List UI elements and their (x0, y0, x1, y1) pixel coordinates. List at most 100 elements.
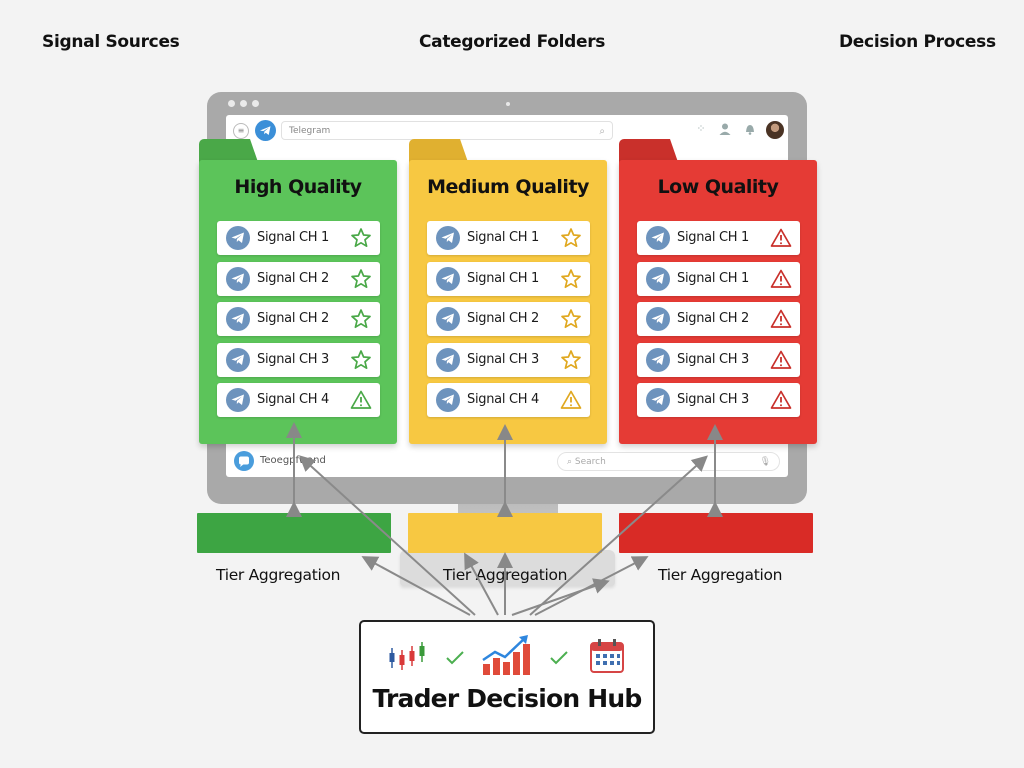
signal-channel-row[interactable]: Signal CH 3 (637, 383, 800, 417)
telegram-icon (226, 388, 250, 412)
signal-channel-label: Signal CH 1 (677, 270, 750, 286)
signal-channel-label: Signal CH 3 (677, 392, 750, 407)
telegram-icon (646, 347, 670, 372)
warning-icon (770, 268, 792, 290)
warning-icon (770, 308, 792, 330)
signal-channel-row[interactable]: Signal CH 1 (427, 261, 590, 296)
folder-title: High Quality (234, 176, 362, 198)
warning-icon (350, 389, 372, 411)
arrow-hub-to-high-label (361, 556, 471, 616)
signal-channel-row[interactable]: Signal CH 3 (427, 342, 590, 377)
telegram-icon (436, 266, 460, 291)
header-signal-sources: Signal Sources (42, 32, 180, 52)
rising-bar-chart-icon (482, 635, 530, 675)
arrow-hub-to-low-folder (529, 455, 708, 616)
star-icon (350, 308, 372, 330)
tier-bar-medium (408, 513, 602, 553)
search-icon: ⌕ (567, 457, 575, 467)
signal-channel-label: Signal CH 3 (677, 351, 750, 367)
microphone-icon[interactable]: 🎙 (759, 457, 771, 467)
telegram-icon (226, 266, 250, 291)
telegram-icon (436, 388, 460, 412)
signal-channel-label: Signal CH 4 (467, 392, 540, 407)
hub-title: Trader Decision Hub (372, 684, 642, 713)
chat-logo-icon (234, 451, 254, 471)
signal-channel-label: Signal CH 1 (677, 230, 750, 245)
search-icon[interactable]: ⌕ (599, 126, 605, 137)
signal-channel-label: Signal CH 2 (257, 270, 330, 286)
signal-channel-label: Signal CH 2 (467, 311, 540, 326)
menu-icon[interactable]: ≡ (233, 123, 249, 139)
candlestick-chart-icon (389, 642, 425, 670)
user-icon[interactable] (718, 122, 732, 136)
webcam-dot (506, 102, 510, 106)
folder-medium-quality[interactable]: Medium Quality Signal CH 1 Signal CH 1 Sig… (409, 160, 607, 444)
signal-channel-label: Signal CH 1 (467, 270, 540, 286)
warning-icon (770, 227, 792, 249)
arrow-hub-to-high-folder (299, 455, 476, 616)
signal-channel-row[interactable]: Signal CH 2 (637, 302, 800, 336)
contacts-icon[interactable]: ⁘ (696, 122, 706, 135)
folder-high-quality[interactable]: High Quality Signal CH 1 Signal CH 2 Signa… (199, 160, 397, 444)
bell-icon[interactable] (743, 122, 757, 136)
tier-bar-low (619, 513, 813, 553)
trader-decision-hub[interactable]: Trader Decision Hub (359, 620, 655, 734)
folder-title: Low Quality (657, 176, 779, 198)
signal-channel-row[interactable]: Signal CH 1 (637, 261, 800, 296)
telegram-logo-icon (255, 120, 276, 141)
folder-title: Medium Quality (427, 176, 589, 198)
telegram-icon (436, 226, 460, 250)
star-icon (350, 349, 372, 371)
window-dots (228, 100, 259, 107)
header-categorized-folders: Categorized Folders (419, 32, 606, 52)
signal-channel-label: Signal CH 1 (257, 230, 330, 245)
calendar-icon (590, 639, 624, 673)
checkmark-icon (550, 651, 568, 665)
signal-channel-row[interactable]: Signal CH 2 (217, 302, 380, 336)
warning-icon (770, 349, 792, 371)
signal-channel-row[interactable]: Signal CH 2 (217, 261, 380, 296)
tier-label-low: Tier Aggregation (658, 566, 783, 584)
telegram-icon (436, 347, 460, 372)
telegram-icon (226, 307, 250, 331)
bottom-search-placeholder: Search (574, 457, 606, 467)
checkmark-icon (446, 651, 464, 665)
signal-channel-row[interactable]: Signal CH 4 (217, 383, 380, 417)
signal-channel-label: Signal CH 4 (257, 392, 330, 407)
header-decision-process: Decision Process (839, 32, 996, 52)
telegram-icon (646, 307, 670, 331)
arrow-hub-to-medium-right (511, 578, 610, 616)
signal-channel-row[interactable]: Signal CH 1 (427, 221, 590, 255)
telegram-icon (646, 266, 670, 291)
star-icon (350, 227, 372, 249)
telegram-icon (226, 226, 250, 250)
signal-channel-label: Signal CH 2 (257, 311, 330, 326)
signal-channel-row[interactable]: Signal CH 2 (427, 302, 590, 336)
signal-channel-label: Signal CH 3 (257, 351, 330, 367)
signal-channel-row[interactable]: Signal CH 3 (637, 342, 800, 377)
warning-icon (770, 389, 792, 411)
avatar[interactable] (766, 121, 784, 139)
tier-bar-high (197, 513, 391, 553)
signal-channel-row[interactable]: Signal CH 1 (217, 221, 380, 255)
search-placeholder: Telegram (289, 126, 331, 136)
signal-channel-row[interactable]: Signal CH 1 (637, 221, 800, 255)
signal-channel-row[interactable]: Signal CH 4 (427, 383, 590, 417)
star-icon (560, 349, 582, 371)
tier-label-high: Tier Aggregation (216, 566, 341, 584)
star-icon (350, 268, 372, 290)
signal-channel-label: Signal CH 1 (467, 230, 540, 245)
signal-channel-label: Signal CH 3 (467, 351, 540, 367)
telegram-icon (646, 226, 670, 250)
star-icon (560, 308, 582, 330)
arrow-hub-to-low-label (534, 556, 649, 616)
telegram-icon (436, 307, 460, 331)
telegram-icon (646, 388, 670, 412)
bottom-search-input[interactable]: ⌕ Search 🎙 (557, 452, 780, 471)
signal-channel-row[interactable]: Signal CH 3 (217, 342, 380, 377)
telegram-icon (226, 347, 250, 372)
folder-low-quality[interactable]: Low Quality Signal CH 1 Signal CH 1 Signal… (619, 160, 817, 444)
signal-channel-label: Signal CH 2 (677, 311, 750, 326)
star-icon (560, 268, 582, 290)
